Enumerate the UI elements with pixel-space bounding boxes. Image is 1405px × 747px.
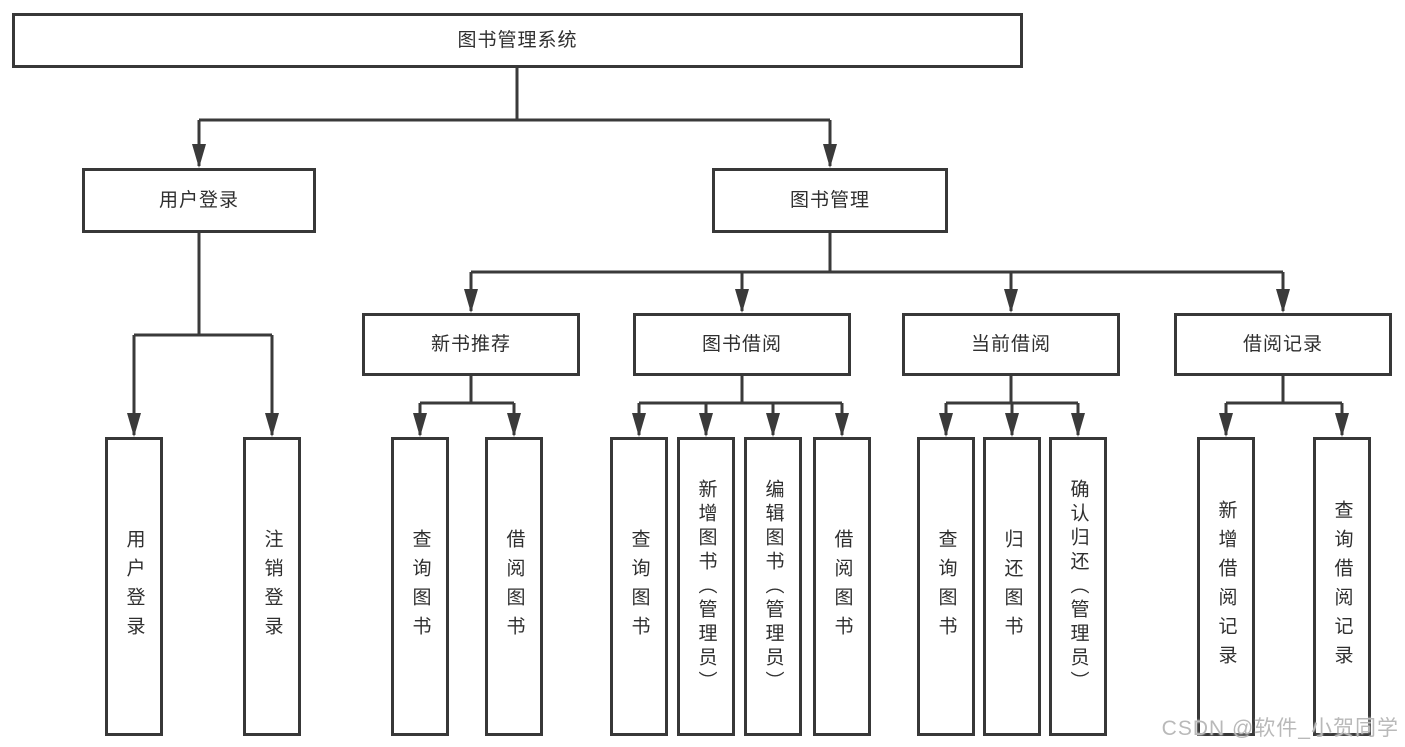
leaf-borrow-books-2: 借阅图书	[813, 437, 871, 736]
connector-lines	[132, 68, 1344, 435]
leaf-query-books-3: 查询图书	[917, 437, 975, 736]
leaf-add-book-admin: 新增图书（管理员）	[677, 437, 735, 736]
node-user-login: 用户登录	[82, 168, 316, 233]
leaf-logout: 注销登录	[243, 437, 301, 736]
leaf-add-borrow-record: 新增借阅记录	[1197, 437, 1255, 736]
node-book-management: 图书管理	[712, 168, 948, 233]
node-new-book-recommend: 新书推荐	[362, 313, 580, 376]
leaf-user-login: 用户登录	[105, 437, 163, 736]
arrowhead-icons	[127, 144, 1349, 437]
node-root: 图书管理系统	[12, 13, 1023, 68]
leaf-query-books-1: 查询图书	[391, 437, 449, 736]
watermark: CSDN @软件_小贺同学	[1161, 717, 1399, 740]
node-book-borrow: 图书借阅	[633, 313, 851, 376]
leaf-confirm-return-admin: 确认归还（管理员）	[1049, 437, 1107, 736]
node-borrow-records: 借阅记录	[1174, 313, 1392, 376]
leaf-query-borrow-record: 查询借阅记录	[1313, 437, 1371, 736]
leaf-borrow-books-1: 借阅图书	[485, 437, 543, 736]
leaf-edit-book-admin: 编辑图书（管理员）	[744, 437, 802, 736]
leaf-query-books-2: 查询图书	[610, 437, 668, 736]
node-current-borrow: 当前借阅	[902, 313, 1120, 376]
leaf-return-book: 归还图书	[983, 437, 1041, 736]
